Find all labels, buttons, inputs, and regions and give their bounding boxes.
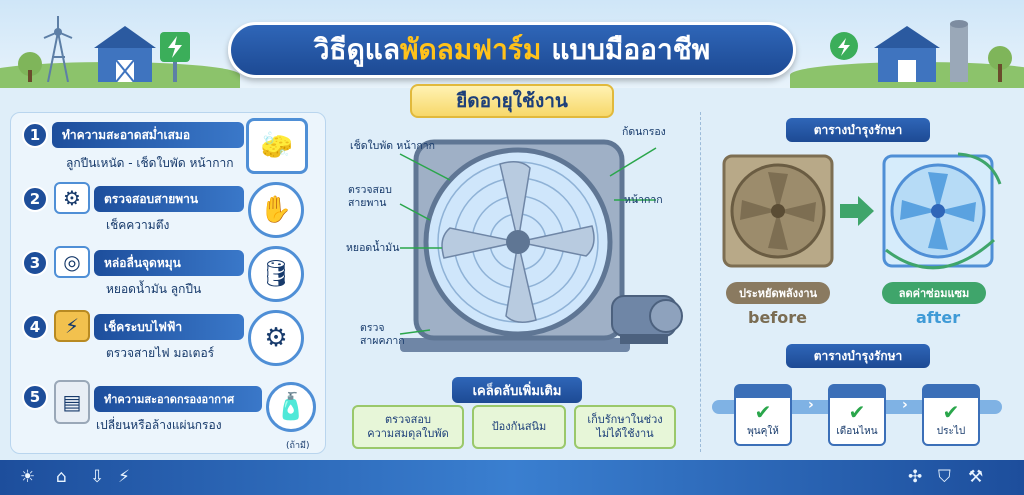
step-title: ตรวจสอบสายพาน bbox=[94, 186, 244, 212]
calendar-yearly: ✔ ประไป bbox=[922, 384, 980, 446]
check-icon: ✔ bbox=[942, 400, 960, 424]
step-1: 1 ทำความสะอาดสม่ำเสมอ ลูกปีนเหนัด - เช็ด… bbox=[14, 118, 314, 178]
belt-adjust-icon: ✋ bbox=[248, 182, 304, 238]
step-title: เช็คระบบไฟฟ้า bbox=[94, 314, 244, 340]
callout-oil: หยอดน้ำมัน bbox=[346, 242, 400, 254]
schedule-header: ตารางบำรุงรักษา bbox=[786, 344, 930, 368]
fan-icon: ✣ bbox=[908, 467, 923, 487]
step-title: ทำความสะอาดสม่ำเสมอ bbox=[52, 122, 244, 148]
subtitle-banner: ยืดอายุใช้งาน bbox=[410, 84, 614, 118]
callout-filter: ก้ดนกรอง bbox=[622, 126, 666, 138]
cleaning-icon: 🧽 bbox=[246, 118, 308, 174]
step-number: 2 bbox=[22, 186, 48, 212]
tips-header: เคล็ดลับเพิ่มเติม bbox=[452, 377, 582, 403]
step-description: เช็คความตึง bbox=[106, 218, 170, 232]
calendar-header bbox=[736, 386, 790, 398]
title-part2: แบบมืออาชีพ bbox=[551, 33, 711, 66]
page-title: วิธีดูแลพัดลมฟาร์ม แบบมืออาชีพ bbox=[228, 22, 796, 78]
title-highlight: พัดลมฟาร์ม bbox=[400, 33, 542, 66]
step-title: ทำความสะอาดกรองอากาศ bbox=[94, 386, 262, 412]
calendar-label: เดือนไหน bbox=[836, 426, 878, 437]
farm-right-illustration bbox=[830, 20, 1012, 82]
tools-icon: ⚒ bbox=[968, 467, 984, 487]
calendar-label: ประไป bbox=[936, 426, 966, 437]
calendar-label: พุนคุให้ bbox=[747, 426, 779, 437]
after-badge: ลดค่าซ่อมแซม bbox=[882, 282, 986, 304]
step-3: 3 ◎ หล่อลื่นจุดหมุน หยอดน้ำมัน ลูกปืน 🛢 bbox=[14, 246, 314, 306]
step-description: เปลี่ยนหรือล้างแผ่นกรอง bbox=[96, 418, 222, 432]
step-description: หยอดน้ำมัน ลูกปืน bbox=[106, 282, 202, 296]
step-4: 4 ⚡ เช็คระบบไฟฟ้า ตรวจสายไฟ มอเตอร์ ⚙ bbox=[14, 310, 314, 370]
calendar-monthly: ✔ เดือนไหน bbox=[828, 384, 886, 446]
after-label: after bbox=[916, 308, 961, 327]
step-description: ตรวจสายไฟ มอเตอร์ bbox=[106, 346, 215, 360]
before-after-illustration bbox=[722, 152, 1002, 270]
before-label: before bbox=[748, 308, 807, 327]
barn-icon: ⌂ bbox=[56, 467, 67, 487]
download-icon: ⇩ bbox=[90, 467, 105, 487]
step-description: ลูกปีนเหนัด - เช็ดใบพัด หน้ากาก bbox=[66, 156, 234, 170]
step-2: 2 ⚙ ตรวจสอบสายพาน เช็คความตึง ✋ bbox=[14, 182, 314, 242]
title-part1: วิธีดูแล bbox=[313, 33, 400, 66]
footer-bar bbox=[0, 460, 1024, 495]
check-icon: ✔ bbox=[754, 400, 772, 424]
callout-blade: เช็ดใบพัด หน้ากาก bbox=[350, 140, 436, 152]
farm-left-illustration bbox=[18, 16, 190, 82]
oil-icon: 🛢 bbox=[248, 246, 304, 302]
step-number: 4 bbox=[22, 314, 48, 340]
before-badge: ประหยัดพลังงาน bbox=[726, 282, 830, 304]
callout-mask: หน้ากาก bbox=[624, 194, 663, 206]
calendar-weekly: ✔ พุนคุให้ bbox=[734, 384, 792, 446]
filter-wash-icon: 🧴 bbox=[266, 382, 316, 432]
maintenance-header: ตารางบำรุงรักษา bbox=[786, 118, 930, 142]
callout-wire: ตรวจ สาผคภาก bbox=[360, 322, 405, 347]
shield-icon: ⛉ bbox=[938, 467, 951, 487]
step-number: 1 bbox=[22, 122, 48, 148]
check-icon: ✔ bbox=[848, 400, 866, 424]
step-number: 5 bbox=[22, 384, 48, 410]
calendar-header bbox=[830, 386, 884, 398]
filter-note: (ถ้ามี) bbox=[286, 441, 310, 451]
callout-belt: ตรวจสอบ สายพาน bbox=[348, 184, 392, 209]
step-number: 3 bbox=[22, 250, 48, 276]
tip-balance: ตรวจสอบ ความสมดุลใบพัด bbox=[352, 405, 464, 449]
sun-icon: ☀ bbox=[20, 467, 36, 487]
step-5: 5 ▤ ทำความสะอาดกรองอากาศ เปลี่ยนหรือล้าง… bbox=[14, 380, 316, 454]
multimeter-icon: ⚡ bbox=[54, 310, 90, 342]
farm-fan-illustration bbox=[399, 139, 683, 352]
tip-storage: เก็บรักษาในช่วง ไม่ได้ใช้งาน bbox=[574, 405, 676, 449]
motor-icon: ⚙ bbox=[248, 310, 304, 366]
bearing-icon: ◎ bbox=[54, 246, 90, 278]
filter-icon: ▤ bbox=[54, 380, 90, 424]
timeline-arrow: › bbox=[808, 397, 814, 413]
step-title: หล่อลื่นจุดหมุน bbox=[94, 250, 244, 276]
divider bbox=[700, 112, 701, 452]
calendar-header bbox=[924, 386, 978, 398]
timeline-arrow: › bbox=[902, 397, 908, 413]
tip-rust: ป้องกันสนิม bbox=[472, 405, 566, 449]
belt-icon: ⚙ bbox=[54, 182, 90, 214]
power-icon: ⚡ bbox=[118, 467, 130, 487]
